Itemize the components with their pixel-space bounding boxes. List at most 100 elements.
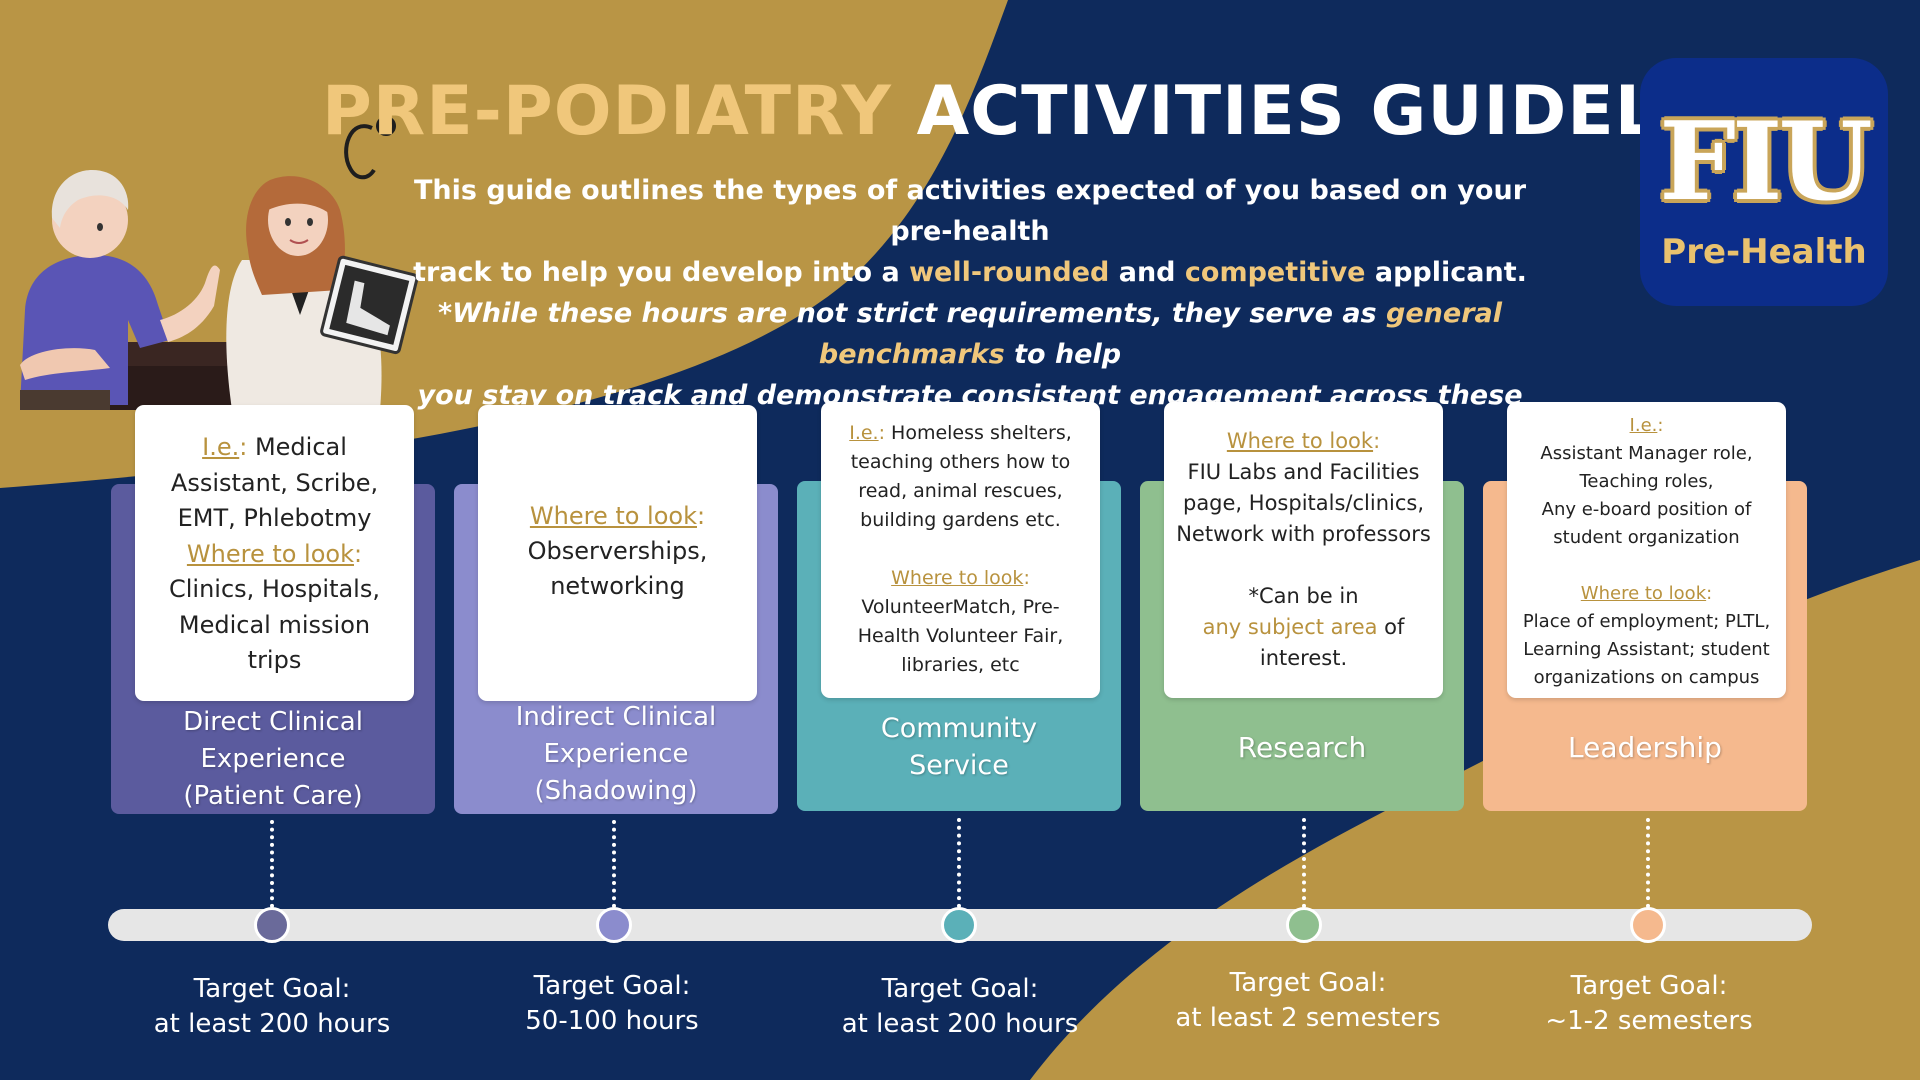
connector-line xyxy=(1646,818,1650,908)
ie-line: Assistant, Scribe, xyxy=(170,468,379,497)
ie-label: I.e. xyxy=(202,433,240,461)
where-line: organizations on campus xyxy=(1533,667,1760,688)
connector-line xyxy=(270,820,274,908)
timeline-node xyxy=(596,907,632,943)
ie-line: I.e.: Medical xyxy=(143,430,406,466)
ie-label: I.e. xyxy=(1629,415,1658,436)
note-text-segment: *While these hours are not strict requir… xyxy=(437,298,1387,329)
label-line: Research xyxy=(1237,731,1367,764)
intro-text-segment: and xyxy=(1109,257,1185,288)
ie-colon: : xyxy=(878,422,885,444)
where-label: Where to look xyxy=(1580,583,1707,604)
title-podiatry: PRE-PODIATRY xyxy=(322,72,892,151)
where-line: Where to look: xyxy=(143,537,406,573)
intro-highlight-competitive: competitive xyxy=(1184,257,1366,288)
goal-value: at least 2 semesters xyxy=(1175,1003,1441,1033)
details-card-community-service: I.e.: Homeless shelters, teaching others… xyxy=(821,402,1100,698)
label-line: Experience xyxy=(543,739,689,769)
where-line: Learning Assistant; student xyxy=(1523,639,1770,660)
goal-value: 50-100 hours xyxy=(525,1006,699,1036)
goal-label: Target Goal: xyxy=(881,974,1039,1004)
connector-line xyxy=(1302,818,1306,908)
research-note-line: any subject area of xyxy=(1172,612,1435,643)
details-card-direct-clinical: I.e.: Medical Assistant, Scribe, EMT, Ph… xyxy=(135,405,414,701)
where-line: Health Volunteer Fair, xyxy=(857,625,1064,647)
logo-pre-health-text: Pre-Health xyxy=(1661,232,1867,272)
intro-highlight-well-rounded: well-rounded xyxy=(909,257,1110,288)
where-line: libraries, etc xyxy=(901,654,1020,676)
timeline-node xyxy=(1630,907,1666,943)
where-colon: : xyxy=(1706,583,1713,604)
where-line: Where to look: xyxy=(486,499,749,534)
goal-value: ~1-2 semesters xyxy=(1545,1006,1753,1036)
goal-label: Target Goal: xyxy=(1570,971,1728,1001)
ie-text: Medical xyxy=(247,433,347,461)
timeline-node xyxy=(1286,907,1322,943)
ie-line: Any e-board position of xyxy=(1541,499,1752,520)
where-line: Place of employment; PLTL, xyxy=(1522,611,1771,632)
target-goal-leadership: Target Goal: ~1-2 semesters xyxy=(1479,969,1819,1039)
target-goal-research: Target Goal: at least 2 semesters xyxy=(1138,966,1478,1036)
goal-label: Target Goal: xyxy=(193,974,351,1004)
where-line: trips xyxy=(247,646,302,674)
where-line: page, Hospitals/clinics, xyxy=(1182,491,1425,515)
ie-line: student organization xyxy=(1553,527,1740,548)
label-line: Service xyxy=(909,750,1009,781)
ie-line: I.e.: xyxy=(1515,412,1778,440)
category-label: Research xyxy=(1140,729,1464,766)
where-line: networking xyxy=(550,572,685,600)
where-line: Network with professors xyxy=(1176,522,1431,546)
goal-value: at least 200 hours xyxy=(153,1009,391,1039)
label-line: (Shadowing) xyxy=(534,776,698,806)
where-line: FIU Labs and Facilities xyxy=(1187,460,1420,484)
target-goal-direct-clinical: Target Goal: at least 200 hours xyxy=(102,972,442,1042)
category-label: Indirect Clinical Experience (Shadowing) xyxy=(454,699,778,810)
category-label: Community Service xyxy=(797,710,1121,784)
where-label: Where to look xyxy=(891,567,1024,589)
where-label: Where to look xyxy=(186,539,354,568)
where-line: Where to look: xyxy=(829,564,1092,593)
patient-and-doctor-illustration xyxy=(20,116,419,410)
note-text-segment: of xyxy=(1377,615,1405,639)
where-line: Where to look: xyxy=(1172,426,1435,457)
details-card-leadership: I.e.: Assistant Manager role, Teaching r… xyxy=(1507,402,1786,698)
timeline-node xyxy=(254,907,290,943)
details-card-research: Where to look: FIU Labs and Facilities p… xyxy=(1164,402,1443,698)
label-line: Community xyxy=(880,713,1038,744)
note-text-segment: to help xyxy=(1004,339,1122,370)
ie-label: I.e. xyxy=(849,422,879,444)
note-highlight-general-benchmarks: general benchmarks xyxy=(818,298,1502,370)
note-line-1: *While these hours are not strict requir… xyxy=(400,293,1540,375)
target-goal-indirect-clinical: Target Goal: 50-100 hours xyxy=(442,969,782,1039)
label-line: (Patient Care) xyxy=(183,781,363,811)
label-line: Direct Clinical xyxy=(183,707,363,737)
where-colon: : xyxy=(354,539,363,568)
where-colon: : xyxy=(1023,567,1030,589)
ie-line: teaching others how to xyxy=(850,451,1071,473)
fiu-pre-health-logo: FIU Pre-Health xyxy=(1640,58,1888,306)
category-label: Direct Clinical Experience (Patient Care… xyxy=(111,704,435,815)
category-label: Leadership xyxy=(1483,729,1807,766)
intro-text-segment: track to help you develop into a xyxy=(413,257,910,288)
where-line: Observerships, xyxy=(527,537,708,565)
goal-label: Target Goal: xyxy=(533,971,691,1001)
intro-line-2: track to help you develop into a well-ro… xyxy=(400,252,1540,293)
where-colon: : xyxy=(697,502,706,530)
label-line: Experience xyxy=(200,744,346,774)
research-note-line: *Can be in xyxy=(1248,584,1359,608)
logo-fiu-text: FIU xyxy=(1659,99,1872,225)
target-goal-community-service: Target Goal: at least 200 hours xyxy=(790,972,1130,1042)
ie-line: read, animal rescues, xyxy=(858,480,1063,502)
label-line: Indirect Clinical xyxy=(515,702,717,732)
ie-line: Assistant Manager role, xyxy=(1540,443,1753,464)
where-colon: : xyxy=(1373,429,1381,453)
ie-colon: : xyxy=(239,433,248,461)
ie-text: Homeless shelters, xyxy=(885,422,1072,444)
research-note-line: interest. xyxy=(1259,646,1348,670)
where-line: Medical mission xyxy=(178,610,371,639)
intro-line-1: This guide outlines the types of activit… xyxy=(413,175,1527,247)
ie-line: EMT, Phlebotmy xyxy=(177,504,372,532)
ie-line: building gardens etc. xyxy=(860,509,1061,531)
connector-line xyxy=(612,820,616,908)
page-title: PRE-PODIATRY ACTIVITIES GUIDELINE xyxy=(322,70,1790,154)
